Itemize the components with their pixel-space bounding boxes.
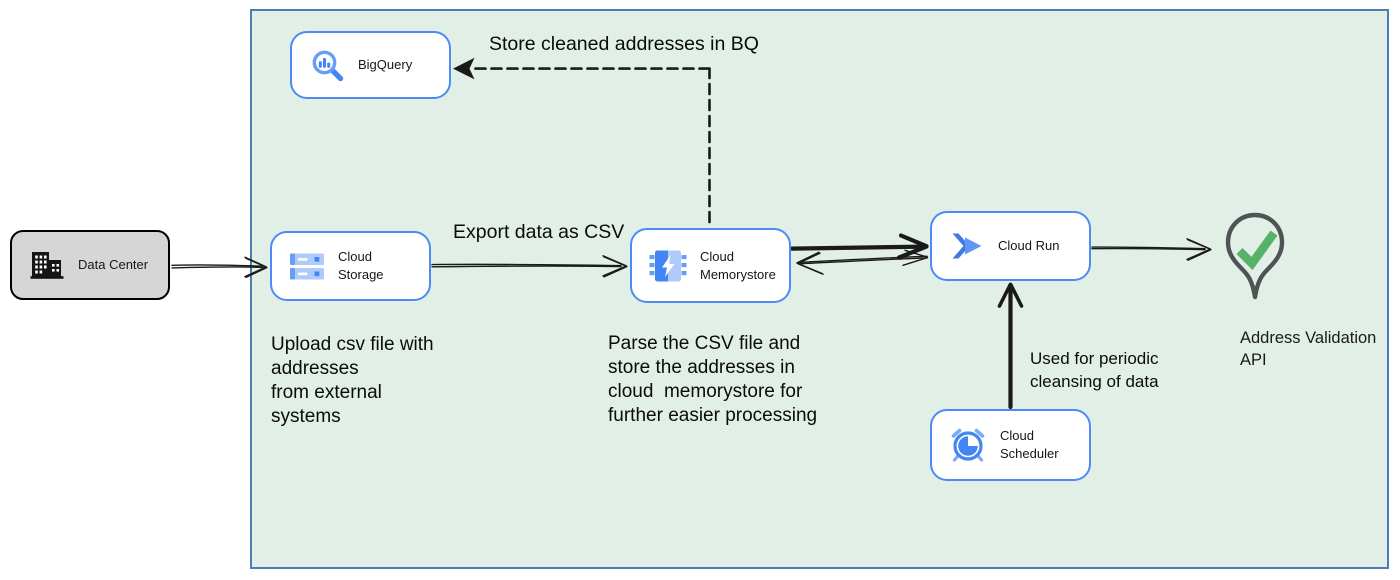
node-address-validation-api[interactable] [1222, 210, 1288, 309]
node-label: Data Center [78, 257, 149, 273]
node-data-center[interactable]: Data Center [10, 230, 170, 300]
memorystore-icon [649, 250, 687, 281]
node-cloud-run[interactable]: Cloud Run [930, 211, 1091, 281]
cloud-run-icon [952, 233, 982, 259]
address-validation-api-label: Address Validation API [1240, 329, 1377, 369]
node-label: BigQuery [358, 57, 413, 73]
node-bigquery[interactable]: BigQuery [290, 31, 451, 99]
node-label: Cloud Memorystore [700, 248, 776, 282]
node-label: Cloud Scheduler [1000, 428, 1059, 461]
node-cloud-memorystore[interactable]: Cloud Memorystore [630, 228, 791, 303]
system-boundary [250, 9, 1389, 569]
annotation-periodic-note: Used for periodic cleansing of data [1030, 349, 1159, 391]
annotation-parse-note: Parse the CSV file and store the address… [608, 333, 818, 426]
building-icon [30, 252, 64, 279]
node-cloud-scheduler[interactable]: Cloud Scheduler [930, 409, 1091, 481]
node-label: Cloud Storage [338, 249, 384, 282]
scheduler-icon [951, 428, 985, 462]
node-label: Cloud Run [998, 238, 1060, 254]
cloud-storage-icon [290, 253, 324, 279]
bigquery-icon [312, 50, 344, 82]
map-pin-check-icon [1225, 212, 1285, 300]
node-cloud-storage[interactable]: Cloud Storage [270, 231, 431, 301]
annotation-export-csv: Export data as CSV [453, 221, 625, 243]
annotation-upload-note: Upload csv file with addresses from exte… [271, 334, 434, 427]
annotation-store-bq: Store cleaned addresses in BQ [489, 33, 759, 55]
